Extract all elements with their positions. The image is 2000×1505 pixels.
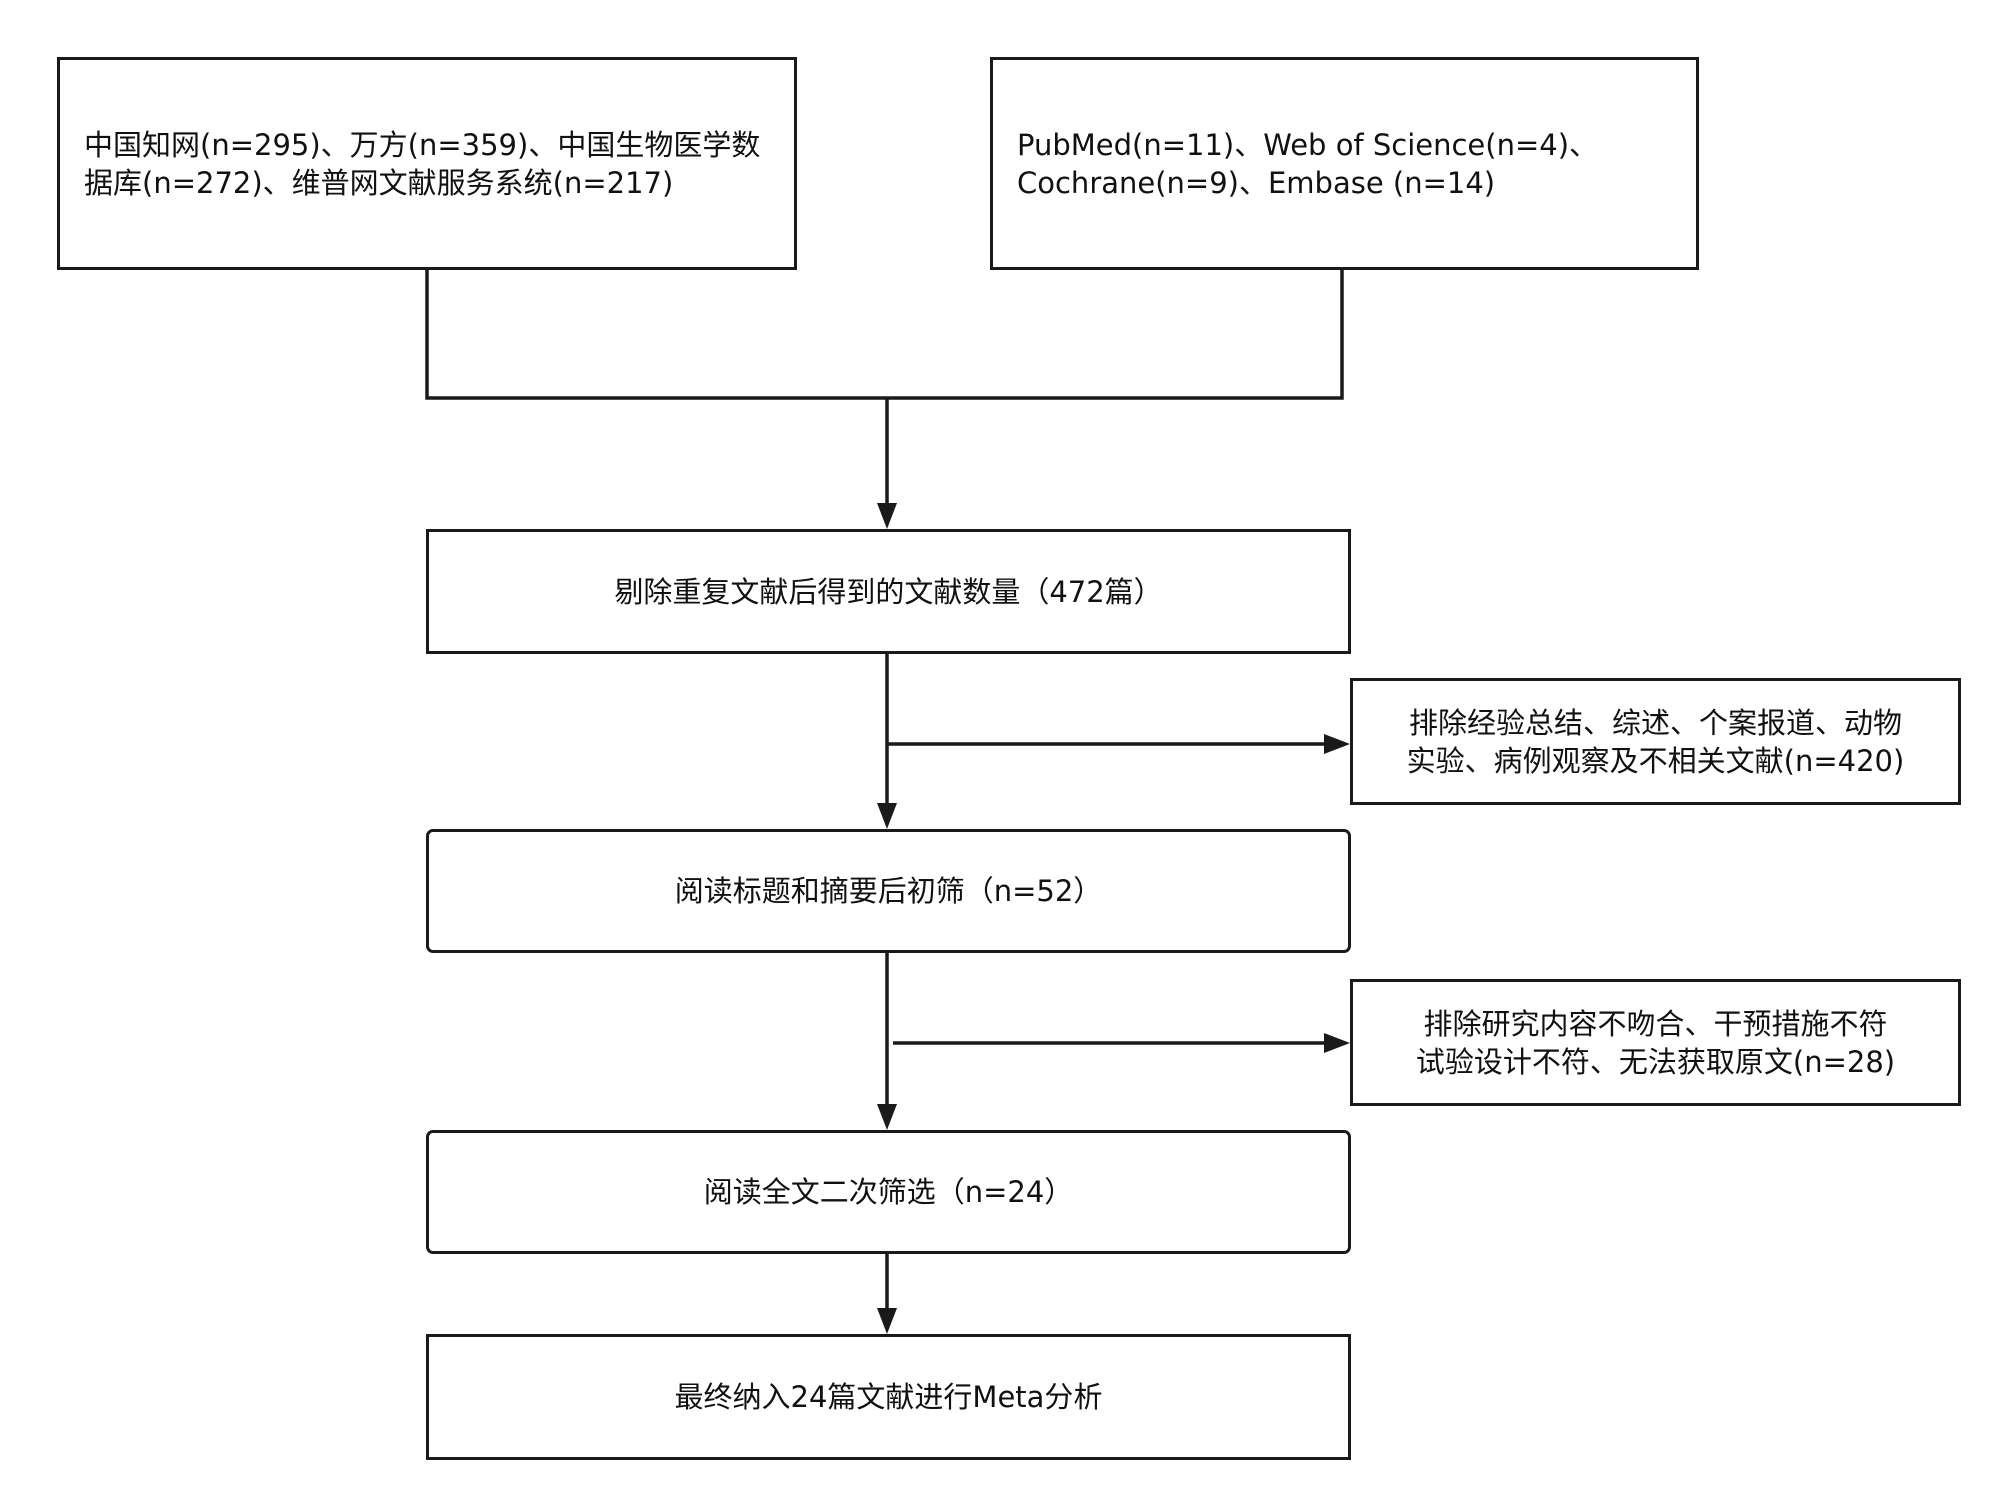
source-en-line-1: PubMed(n=11)、Web of Science(n=4)、	[1017, 127, 1599, 162]
exclude-1-box: 排除经验总结、综述、个案报道、动物 实验、病例观察及不相关文献(n=420)	[1350, 678, 1961, 805]
arrowhead-final	[877, 1308, 897, 1334]
source-en-text: PubMed(n=11)、Web of Science(n=4)、 Cochra…	[993, 126, 1696, 202]
exclude-2-line-1: 排除研究内容不吻合、干预措施不符	[1423, 1006, 1888, 1041]
source-en-line-2: Cochrane(n=9)、Embase (n=14)	[1017, 165, 1496, 200]
arrowhead-fulltext	[877, 1104, 897, 1130]
exclude-1-text: 排除经验总结、综述、个案报道、动物 实验、病例观察及不相关文献(n=420)	[1353, 704, 1958, 780]
full-text-box: 阅读全文二次筛选（n=24）	[426, 1130, 1351, 1254]
exclude-1-line-2: 实验、病例观察及不相关文献(n=420)	[1406, 743, 1905, 778]
final-line-1: 最终纳入24篇文献进行Meta分析	[674, 1380, 1103, 1414]
title-abstract-box: 阅读标题和摘要后初筛（n=52）	[426, 829, 1351, 953]
source-en-box: PubMed(n=11)、Web of Science(n=4)、 Cochra…	[990, 57, 1699, 270]
exclude-1-line-1: 排除经验总结、综述、个案报道、动物	[1408, 705, 1902, 740]
exclude-2-line-2: 试验设计不符、无法获取原文(n=28)	[1415, 1044, 1896, 1079]
arrowhead-screen	[877, 803, 897, 829]
merge-connector	[425, 270, 1344, 400]
dedup-box: 剔除重复文献后得到的文献数量（472篇）	[426, 529, 1351, 654]
arrowhead-exclude-1	[1324, 734, 1350, 754]
arrowhead-exclude-2	[1324, 1033, 1350, 1053]
arrowhead-dedup	[877, 503, 897, 529]
title-abstract-text: 阅读标题和摘要后初筛（n=52）	[429, 872, 1348, 910]
exclude-2-box: 排除研究内容不吻合、干预措施不符 试验设计不符、无法获取原文(n=28)	[1350, 979, 1961, 1106]
full-text-line-1: 阅读全文二次筛选（n=24）	[703, 1175, 1074, 1209]
full-text-text: 阅读全文二次筛选（n=24）	[429, 1173, 1348, 1211]
dedup-text: 剔除重复文献后得到的文献数量（472篇）	[429, 573, 1348, 611]
final-box: 最终纳入24篇文献进行Meta分析	[426, 1334, 1351, 1460]
source-cn-line-1: 中国知网(n=295)、万方(n=359)、中国生物医学数	[84, 127, 761, 162]
dedup-line-1: 剔除重复文献后得到的文献数量（472篇）	[614, 574, 1163, 609]
exclude-2-text: 排除研究内容不吻合、干预措施不符 试验设计不符、无法获取原文(n=28)	[1353, 1005, 1958, 1081]
title-abstract-line-1: 阅读标题和摘要后初筛（n=52）	[674, 874, 1103, 908]
source-cn-box: 中国知网(n=295)、万方(n=359)、中国生物医学数 据库(n=272)、…	[57, 57, 797, 270]
final-text: 最终纳入24篇文献进行Meta分析	[429, 1378, 1348, 1416]
source-cn-text: 中国知网(n=295)、万方(n=359)、中国生物医学数 据库(n=272)、…	[60, 126, 794, 202]
source-cn-line-2: 据库(n=272)、维普网文献服务系统(n=217)	[84, 165, 674, 200]
